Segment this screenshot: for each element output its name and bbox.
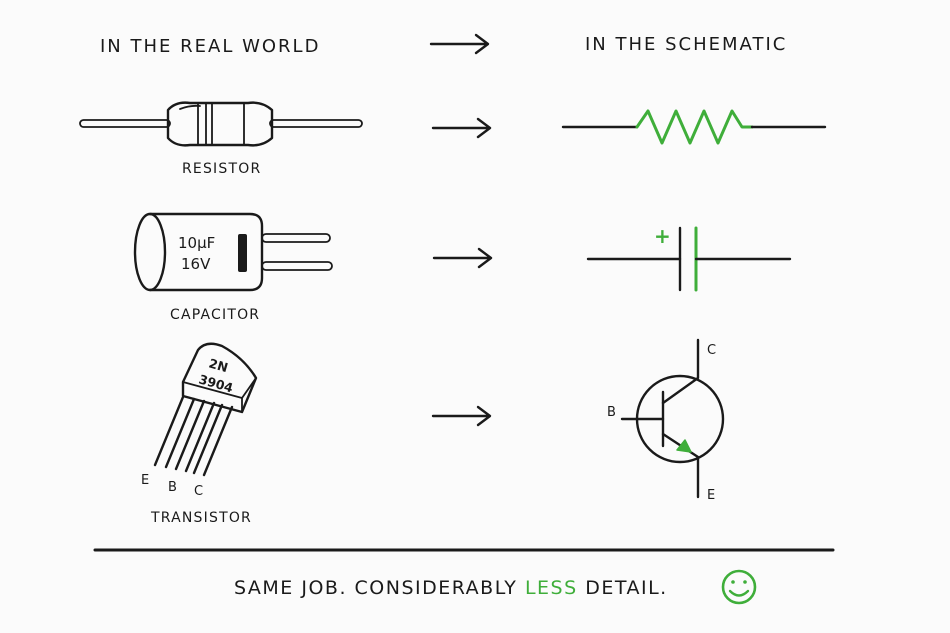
header-real-world: IN THE REAL WORLD	[100, 36, 320, 57]
polarity-stripe	[238, 234, 247, 272]
transistor-part-line1: 2N	[207, 355, 230, 375]
transistor-label: TRANSISTOR	[150, 510, 252, 526]
footer-prefix: SAME JOB. CONSIDERABLY	[234, 577, 525, 599]
capacitor-symbol	[586, 226, 792, 292]
resistor-symbol	[561, 109, 827, 145]
arrow-right-icon	[429, 33, 490, 55]
arrow-right-icon	[431, 117, 492, 139]
symbol-pin-b: B	[607, 405, 616, 420]
arrow-right-icon	[432, 247, 493, 269]
header-schematic: IN THE SCHEMATIC	[585, 34, 787, 55]
transistor-symbol	[620, 338, 725, 499]
capacitor-value-line2: 16V	[181, 255, 211, 273]
capacitor-drawing	[133, 212, 333, 292]
resistor-label: RESISTOR	[182, 161, 261, 177]
arrow-right-icon	[431, 405, 492, 427]
transistor-drawing	[153, 342, 258, 477]
transistor-pin-e: E	[141, 473, 149, 488]
transistor-pin-b: B	[168, 480, 177, 495]
footer-suffix: DETAIL.	[578, 577, 668, 599]
emitter-arrow-icon	[676, 439, 692, 453]
transistor-pin-c: C	[194, 484, 203, 499]
symbol-pin-e: E	[707, 488, 715, 503]
smiley-icon	[721, 569, 757, 605]
footer-caption: SAME JOB. CONSIDERABLY LESS DETAIL.	[234, 577, 668, 599]
symbol-pin-c: C	[707, 343, 716, 358]
resistor-drawing	[79, 101, 363, 147]
capacitor-value-line1: 10µF	[178, 234, 215, 252]
transistor-part-line2: 3904	[197, 371, 235, 395]
footer-highlight: LESS	[525, 577, 578, 599]
plus-sign: +	[654, 224, 671, 248]
capacitor-label: CAPACITOR	[170, 307, 260, 323]
